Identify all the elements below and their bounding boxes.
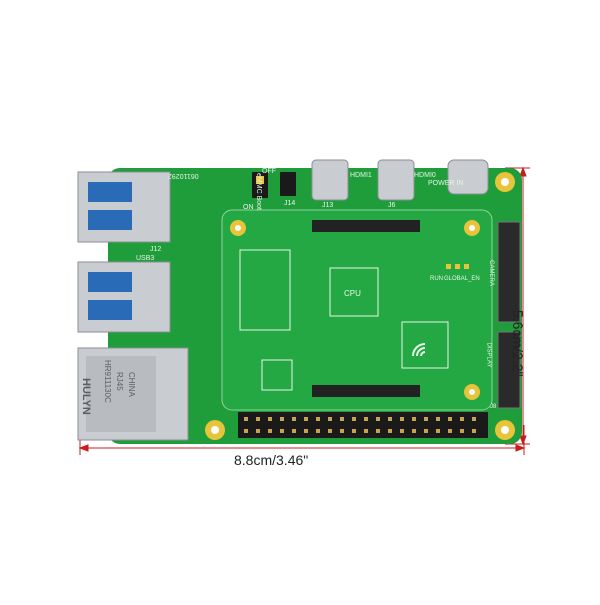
jumper-header [280, 172, 296, 196]
label-top-code: 06110292 [168, 172, 199, 179]
module-connector-bottom [312, 385, 420, 397]
label-j13: J13 [322, 202, 334, 209]
usb-c-power [447, 159, 489, 195]
label-camera: CAMERA [487, 260, 494, 286]
boot-switch-knob [256, 176, 264, 184]
label-on: ON [243, 204, 254, 211]
micro-hdmi-1 [311, 159, 349, 201]
memory-outline [239, 249, 291, 331]
label-run: RUN [430, 276, 443, 282]
label-cpu: CPU [344, 289, 361, 298]
wifi-icon [412, 343, 426, 357]
emmc-outline [261, 359, 293, 391]
label-hdmi0: HDMI0 [414, 172, 436, 179]
label-j12: J12 [150, 246, 162, 253]
jack-code-1: HR911130C [103, 360, 112, 403]
height-dimension [505, 166, 530, 446]
module-connector-top [312, 220, 420, 232]
display-connector [497, 331, 521, 409]
label-display: DISPLAY [485, 342, 492, 368]
module-mount-holes [230, 220, 480, 400]
width-dimension [78, 425, 526, 455]
height-label: 5.6cm/2.2" [510, 310, 526, 377]
micro-hdmi-0 [377, 159, 415, 201]
usb-port-top [77, 171, 171, 243]
label-power-in: POWER IN [428, 180, 464, 187]
ethernet-jack [77, 347, 189, 441]
label-off: OFF [262, 168, 276, 175]
jack-origin: CHINA [127, 372, 136, 397]
label-j8: J8 [490, 404, 497, 410]
jack-code-2: RJ45 [115, 372, 124, 391]
width-label: 8.8cm/3.46" [234, 452, 309, 468]
label-usb3: USB3 [136, 255, 155, 262]
label-hdmi1: HDMI1 [350, 172, 372, 179]
jack-brand: HULYN [80, 378, 92, 415]
usb-port-bottom [77, 261, 171, 333]
gpio-pins [244, 417, 476, 433]
gpio-header [238, 412, 488, 438]
wifi-outline [401, 321, 449, 369]
cpu-outline [329, 267, 379, 317]
label-j6: J6 [388, 202, 396, 209]
camera-connector [497, 221, 521, 323]
label-emmc-boot: eMMC Boot [254, 173, 262, 210]
mount-holes [205, 172, 515, 440]
label-global-en: GLOBAL_EN [444, 276, 480, 282]
header-run-global-en [446, 264, 469, 269]
label-j14: J14 [284, 200, 296, 207]
